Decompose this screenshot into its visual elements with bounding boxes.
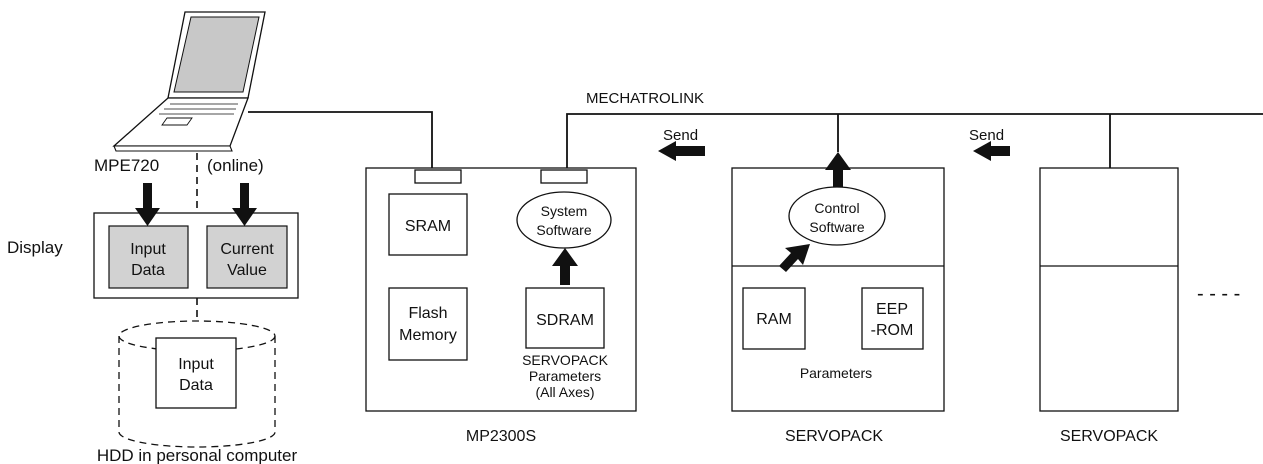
ram-label: RAM — [756, 311, 792, 328]
servopack-1-label: SERVOPACK — [785, 428, 883, 445]
sram-label: SRAM — [405, 218, 451, 235]
system-software-ellipse — [516, 191, 612, 249]
eeprom-box — [861, 287, 924, 350]
hdd-caption: HDD in personal computer — [97, 446, 298, 464]
sdram-note-line1: SERVOPACK — [522, 352, 609, 368]
sdram-note-line2: Parameters — [529, 368, 601, 384]
continuation-dashes: - - - - — [1197, 283, 1240, 305]
servopack-2-unit — [1039, 167, 1179, 412]
control-software-ellipse — [788, 186, 886, 246]
network-label: MECHATROLINK — [586, 90, 704, 107]
arrow-down-current-icon — [232, 183, 257, 226]
mechatrolink-bus — [566, 113, 1263, 170]
hdd-input-data-line1: Input — [178, 356, 214, 373]
display-label: Display — [7, 238, 63, 257]
display-input-data-line1: Input — [130, 241, 166, 258]
flash-memory-box — [388, 287, 468, 361]
sdram-label: SDRAM — [536, 312, 594, 329]
display-current-value — [206, 225, 288, 289]
control-software-line1: Control — [814, 200, 859, 216]
sdram-note-line3: (All Axes) — [535, 384, 594, 400]
arrow-up-sdram-icon — [552, 248, 578, 285]
online-label: (online) — [207, 156, 264, 175]
send-label-1: Send — [663, 127, 698, 144]
display-input-data — [108, 225, 189, 289]
arrow-up-to-bus-icon — [825, 152, 851, 187]
flash-memory-line1: Flash — [408, 305, 447, 322]
parameters-label: Parameters — [800, 365, 872, 381]
sram-box — [388, 193, 468, 256]
laptop-cable — [248, 111, 433, 170]
send-arrow-1-icon — [658, 141, 705, 161]
send-arrow-2-icon — [973, 141, 1010, 161]
flash-memory-line2: Memory — [399, 327, 457, 344]
display-input-data-line2: Data — [131, 262, 165, 279]
pc-port-connector — [414, 169, 462, 184]
mechatrolink-port-connector — [540, 169, 588, 184]
hdd-input-data-box — [155, 337, 237, 409]
sdram-box — [525, 287, 605, 349]
send-label-2: Send — [969, 127, 1004, 144]
hdd-input-data-line2: Data — [179, 377, 213, 394]
servopack-2-label: SERVOPACK — [1060, 428, 1158, 445]
arrow-down-input-icon — [135, 183, 160, 226]
ram-box — [742, 287, 806, 350]
control-software-line2: Software — [809, 219, 864, 235]
display-current-value-line2: Value — [227, 262, 267, 279]
mpe720-label: MPE720 — [94, 156, 159, 175]
system-software-line2: Software — [536, 222, 591, 238]
display-current-value-line1: Current — [220, 241, 274, 258]
arrow-ram-to-control-icon — [779, 244, 810, 272]
eeprom-line2: -ROM — [871, 322, 914, 339]
mp2300s-label: MP2300S — [466, 428, 536, 445]
laptop-icon — [112, 11, 266, 152]
system-software-line1: System — [541, 203, 588, 219]
eeprom-line1: EEP — [876, 301, 908, 318]
